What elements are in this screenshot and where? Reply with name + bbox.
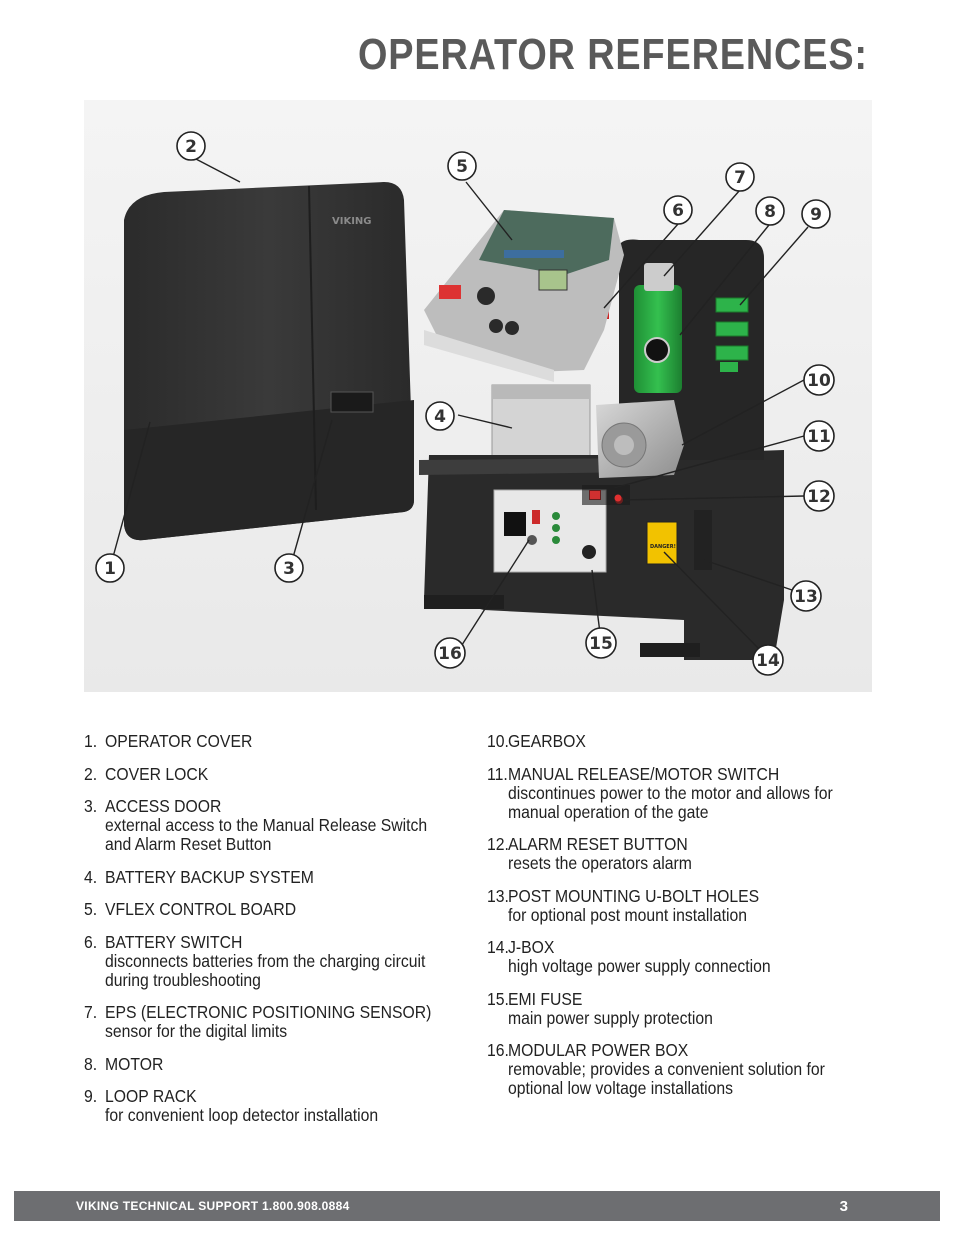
reference-list-right: 10.GEARBOX 11.MANUAL RELEASE/MOTOR SWITC… — [487, 732, 847, 1112]
access-door — [330, 391, 374, 413]
item-description: resets the operators alarm — [508, 853, 692, 873]
item-description: external access to the Manual Release Sw… — [105, 815, 428, 854]
svg-text:5: 5 — [456, 157, 468, 177]
svg-text:15: 15 — [589, 634, 613, 654]
item-description: main power supply protection — [508, 1007, 713, 1028]
callout-5: 5 — [447, 151, 477, 181]
callout-13: 13 — [790, 580, 822, 612]
list-item: 1.OPERATOR COVER — [84, 731, 253, 751]
gearbox — [596, 400, 684, 478]
callout-9: 9 — [801, 199, 831, 229]
item-description: sensor for the digital limits — [105, 1021, 288, 1041]
item-description: high voltage power supply connection — [508, 956, 771, 976]
svg-text:11: 11 — [807, 427, 831, 447]
svg-text:4: 4 — [434, 407, 446, 427]
vflex-control-board — [424, 210, 624, 382]
callout-14: 14 — [752, 644, 784, 676]
operator-figure: VIKING — [84, 100, 872, 692]
item-description: discontinues power to the motor and allo… — [508, 782, 833, 822]
callout-7: 7 — [725, 162, 755, 192]
list-item: 10.GEARBOX — [487, 731, 586, 751]
callout-15: 15 — [585, 627, 617, 659]
page-title: OPERATOR REFERENCES: — [358, 30, 868, 79]
svg-text:VIKING: VIKING — [332, 216, 372, 227]
reference-list-left: 1.OPERATOR COVER 2.COVER LOCK 3.ACCESS D… — [84, 732, 454, 1139]
callout-8: 8 — [755, 196, 785, 226]
page-number: 3 — [839, 1197, 848, 1215]
callout-11: 11 — [803, 420, 835, 452]
footer-support-text: VIKING TECHNICAL SUPPORT 1.800.908.0884 — [76, 1199, 350, 1213]
callout-10: 10 — [803, 364, 835, 396]
svg-text:8: 8 — [764, 202, 776, 222]
callout-1: 1 — [95, 553, 125, 583]
list-item: 8.MOTOR — [84, 1053, 164, 1074]
callout-4: 4 — [425, 401, 455, 431]
callout-6: 6 — [663, 195, 693, 225]
list-item: 2.COVER LOCK — [84, 763, 209, 784]
callout-16: 16 — [434, 637, 466, 669]
footer-bar: VIKING TECHNICAL SUPPORT 1.800.908.0884 … — [14, 1191, 940, 1221]
svg-text:2: 2 — [185, 137, 197, 157]
svg-text:3: 3 — [283, 559, 295, 579]
callout-12: 12 — [803, 480, 835, 512]
item-description: disconnects batteries from the charging … — [105, 950, 426, 990]
j-box-warning-label: DANGER! — [646, 521, 678, 565]
svg-text:7: 7 — [734, 168, 746, 188]
item-description: for convenient loop detector installatio… — [105, 1105, 379, 1125]
callout-leaders — [109, 157, 809, 651]
list-item: 4.BATTERY BACKUP SYSTEM — [84, 866, 314, 887]
svg-text:12: 12 — [807, 487, 831, 507]
svg-text:9: 9 — [810, 205, 822, 225]
callouts: 1 2 3 4 5 6 7 8 9 10 11 12 13 14 15 16 — [95, 131, 835, 676]
svg-text:1: 1 — [104, 559, 116, 579]
svg-text:14: 14 — [756, 651, 780, 671]
svg-text:10: 10 — [807, 371, 831, 391]
list-item: 5.VFLEX CONTROL BOARD — [84, 899, 297, 919]
loop-rack — [715, 297, 749, 372]
callout-3: 3 — [274, 553, 304, 583]
callout-2: 2 — [176, 131, 206, 161]
svg-text:16: 16 — [438, 644, 462, 664]
svg-text:13: 13 — [794, 587, 818, 607]
svg-text:6: 6 — [672, 201, 684, 221]
item-description: for optional post mount installation — [508, 904, 748, 925]
item-description: removable; provides a convenient solutio… — [508, 1059, 825, 1098]
motor — [634, 263, 682, 393]
svg-text:DANGER!: DANGER! — [650, 544, 676, 550]
viking-logo: VIKING — [332, 216, 372, 227]
operator-cover: VIKING — [124, 182, 414, 541]
list-item: 7.EPS (ELECTRONIC POSITIONING SENSOR)sen… — [84, 1003, 454, 1041]
